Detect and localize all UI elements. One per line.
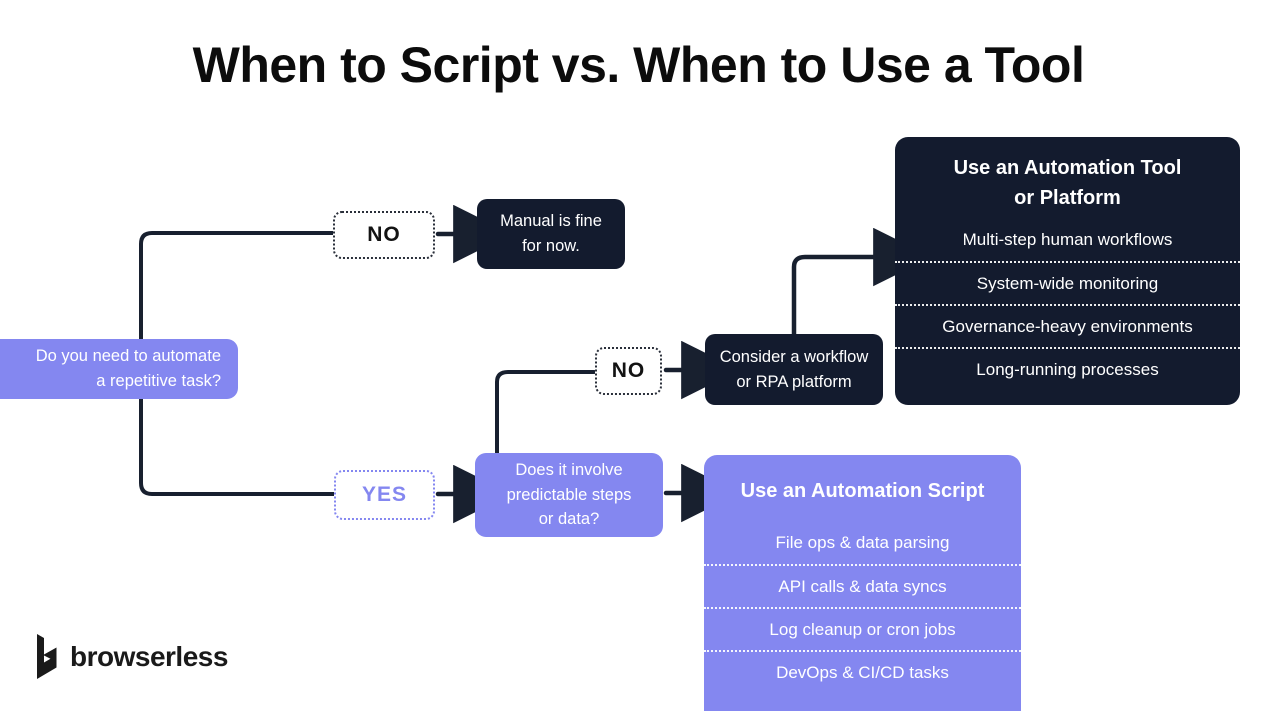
node-question-predictable-steps-label: Does it involve predictable steps or dat… (506, 460, 632, 529)
connector-consider-to-tool-panel-arrow (791, 227, 932, 339)
panel-automation-script: Use an Automation Script File ops & data… (704, 455, 1021, 711)
node-decision-no-mid: NO (595, 347, 662, 395)
node-manual-is-fine-label: Manual is fine for now. (500, 212, 602, 255)
tool-panel-item: System-wide monitoring (895, 261, 1240, 304)
script-panel-item: DevOps & CI/CD tasks (704, 650, 1021, 693)
node-decision-yes: YES (334, 470, 435, 520)
connector-question2-to-no (495, 370, 596, 456)
node-consider-rpa-platform-label: Consider a workflow or RPA platform (719, 347, 869, 391)
node-manual-is-fine: Manual is fine for now. (477, 199, 625, 269)
panel-automation-tool: Use an Automation Tool or Platform Multi… (895, 137, 1240, 405)
browserless-logo: browserless (30, 634, 228, 680)
script-panel-item: API calls & data syncs (704, 564, 1021, 607)
panel-automation-tool-title: Use an Automation Tool or Platform (953, 156, 1182, 209)
node-decision-no-top: NO (333, 211, 435, 259)
panel-automation-script-title: Use an Automation Script (740, 480, 985, 502)
node-consider-rpa-platform: Consider a workflow or RPA platform (705, 334, 883, 405)
page-title: When to Script vs. When to Use a Tool (192, 37, 1085, 93)
node-question-automate-task-label: Do you need to automate a repetitive tas… (35, 347, 221, 390)
node-question-predictable-steps: Does it involve predictable steps or dat… (475, 453, 663, 537)
script-panel-item: Log cleanup or cron jobs (704, 607, 1021, 650)
script-panel-item: File ops & data parsing (775, 532, 950, 552)
node-question-automate-task: Do you need to automate a repetitive tas… (0, 339, 238, 399)
tool-panel-item: Governance-heavy environments (895, 304, 1240, 347)
tool-panel-item: Multi-step human workflows (962, 229, 1173, 249)
browserless-logo-text: browserless (70, 641, 228, 672)
tool-panel-item: Long-running processes (895, 347, 1240, 390)
browserless-logo-icon (37, 634, 57, 679)
